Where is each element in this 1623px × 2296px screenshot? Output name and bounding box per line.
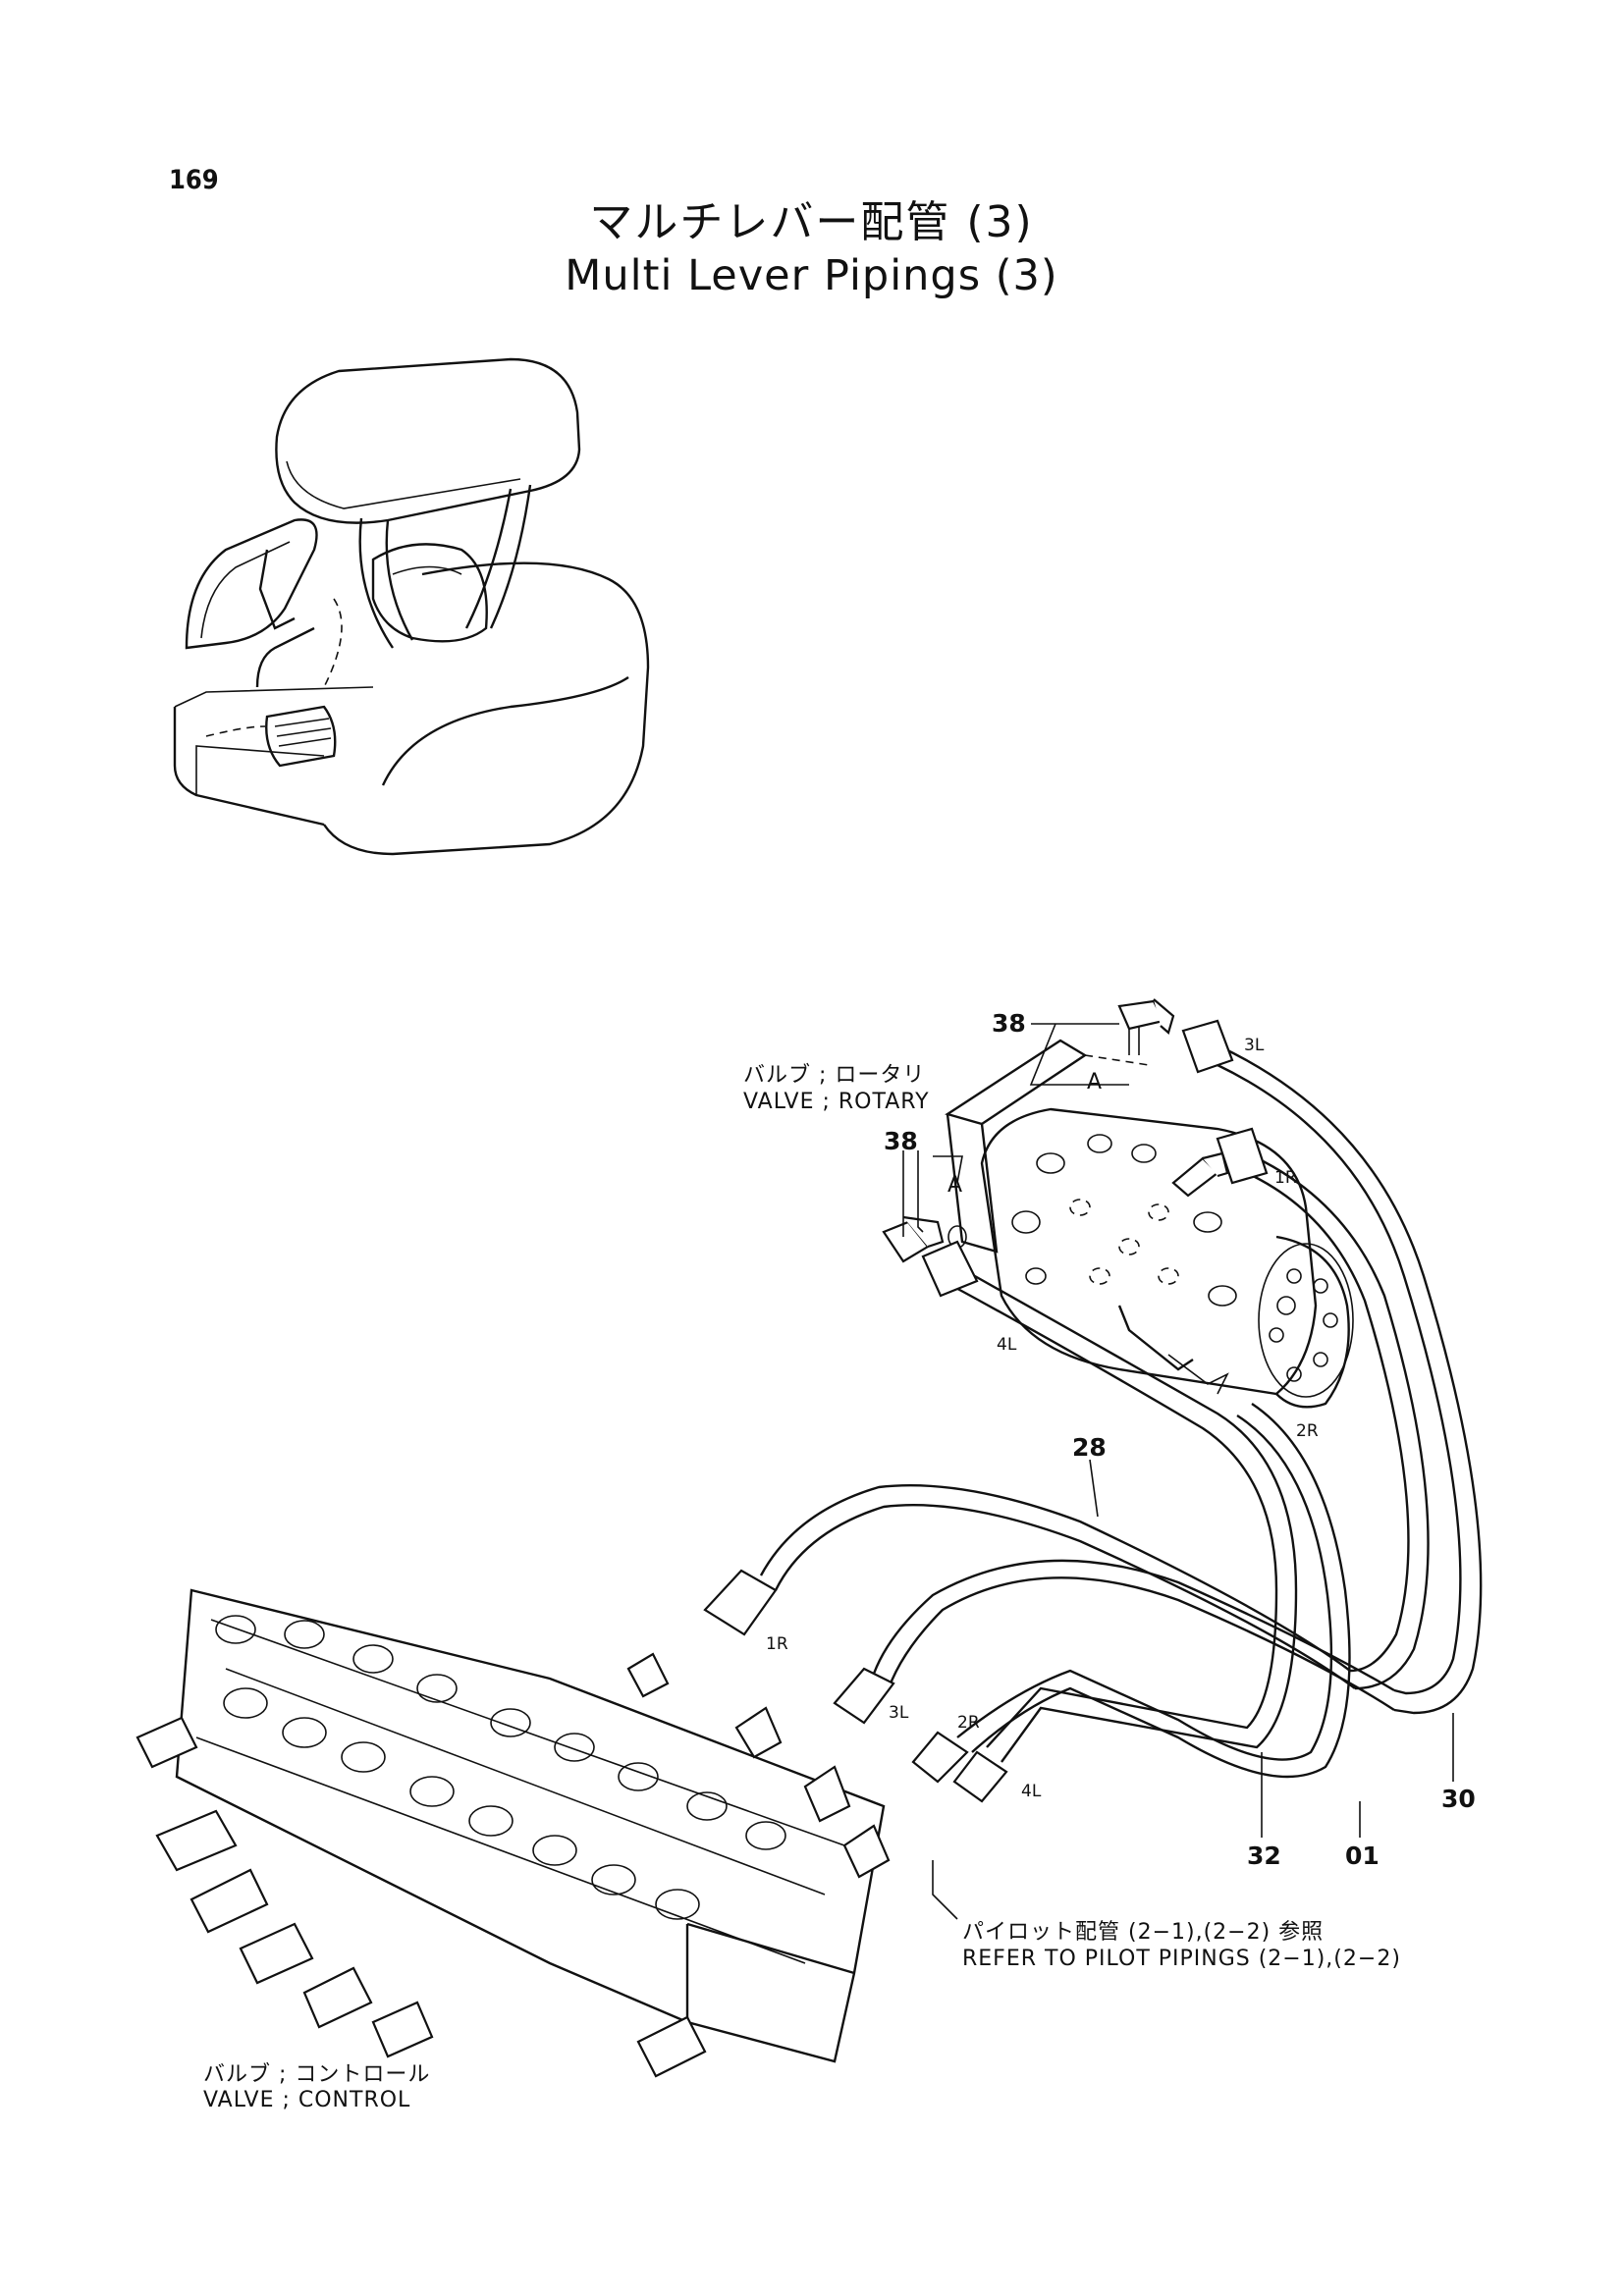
port-label-3l-top: 3L (1244, 1036, 1265, 1055)
pilot-reference-label-en: REFER TO PILOT PIPINGS (2−1),(2−2) (962, 1947, 1401, 1971)
rotary-valve-label-en: VALVE ; ROTARY (743, 1090, 930, 1114)
detail-a-label-top: A (1087, 1070, 1104, 1095)
port-label-3l-bottom: 3L (889, 1703, 909, 1723)
page-title-japanese: マルチレバー配管 (3) (589, 197, 1034, 247)
page-title-english: Multi Lever Pipings (3) (565, 251, 1058, 300)
control-valve-label-jp: バルブ ; コントロール (203, 2062, 431, 2087)
port-label-1r-bottom: 1R (766, 1634, 788, 1654)
control-valve-label-en: VALVE ; CONTROL (203, 2088, 411, 2112)
elbow-fittings-38 (882, 998, 1229, 1263)
part-number-32: 32 (1247, 1842, 1281, 1870)
port-label-2r-bottom: 2R (957, 1713, 980, 1733)
control-valve-illustration (175, 1588, 886, 2063)
port-label-2r-top: 2R (1296, 1421, 1319, 1441)
port-label-4l-top: 4L (997, 1335, 1017, 1355)
hose-end-fittings (703, 1019, 1269, 1803)
part-number-38-top: 38 (992, 1009, 1026, 1038)
excavator-overview-illustration (173, 357, 650, 856)
part-number-30: 30 (1441, 1785, 1476, 1813)
rotary-valve-label-jp: バルブ ; ロータリ (743, 1063, 926, 1088)
page-number: 169 (169, 165, 219, 195)
pilot-reference-label-jp: パイロット配管 (2−1),(2−2) 参照 (962, 1920, 1325, 1945)
rotary-valve-illustration (945, 1039, 1354, 1409)
control-valve-spools (135, 1615, 891, 2078)
port-label-1r-top: 1R (1274, 1168, 1297, 1188)
part-number-38-left: 38 (884, 1127, 918, 1155)
part-number-28: 28 (1072, 1433, 1107, 1462)
port-label-4l-bottom: 4L (1021, 1782, 1042, 1801)
part-number-01: 01 (1345, 1842, 1380, 1870)
hydraulic-hoses (759, 1043, 1483, 1779)
